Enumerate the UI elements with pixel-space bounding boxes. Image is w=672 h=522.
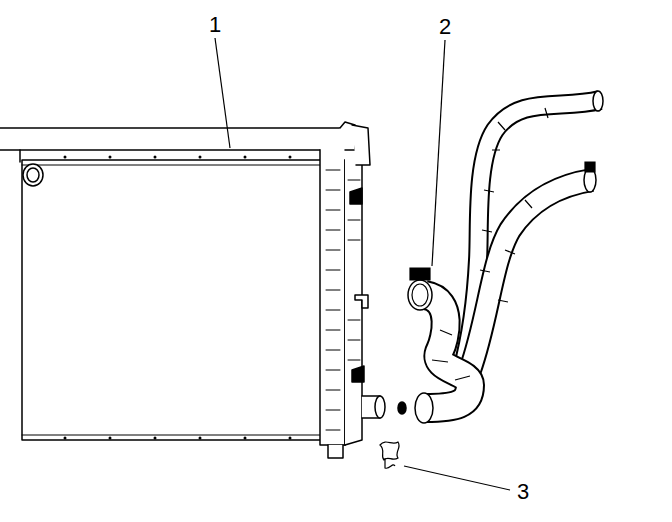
radiator-fitting	[23, 164, 43, 186]
leader-line	[215, 38, 510, 490]
radiator-top-rail	[0, 149, 330, 151]
radiator-hose	[425, 100, 600, 408]
callout-number: 1	[207, 14, 223, 36]
callout-number: 2	[437, 16, 453, 38]
radiator-top-rail	[0, 127, 345, 129]
hose-clamp	[380, 442, 399, 460]
radiator-core	[22, 160, 322, 440]
callout-number: 3	[515, 481, 531, 503]
